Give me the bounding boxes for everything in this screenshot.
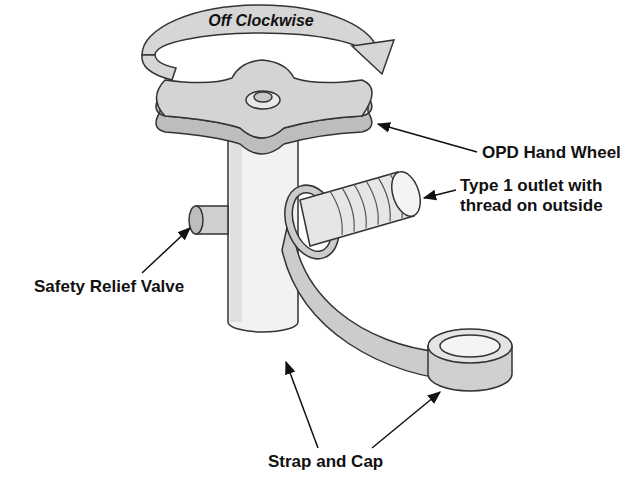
- leader-lines: [142, 124, 477, 448]
- part-label: Safety Relief Valve: [34, 277, 184, 297]
- cap: [428, 329, 512, 391]
- thread-line: [378, 177, 390, 221]
- type-1-outlet: [300, 168, 425, 246]
- part-label: Strap and Cap: [268, 452, 383, 472]
- hand-wheel: [156, 60, 372, 154]
- safety-relief-valve: [189, 206, 228, 234]
- part-label: Type 1 outlet with thread on outside: [460, 176, 632, 215]
- thread-line: [342, 188, 354, 232]
- thread-line: [366, 181, 378, 225]
- part-label: OPD Hand Wheel: [482, 143, 621, 163]
- thread-line: [330, 191, 342, 235]
- thread-line: [354, 184, 366, 228]
- rotation-label: Off Clockwise: [202, 12, 320, 30]
